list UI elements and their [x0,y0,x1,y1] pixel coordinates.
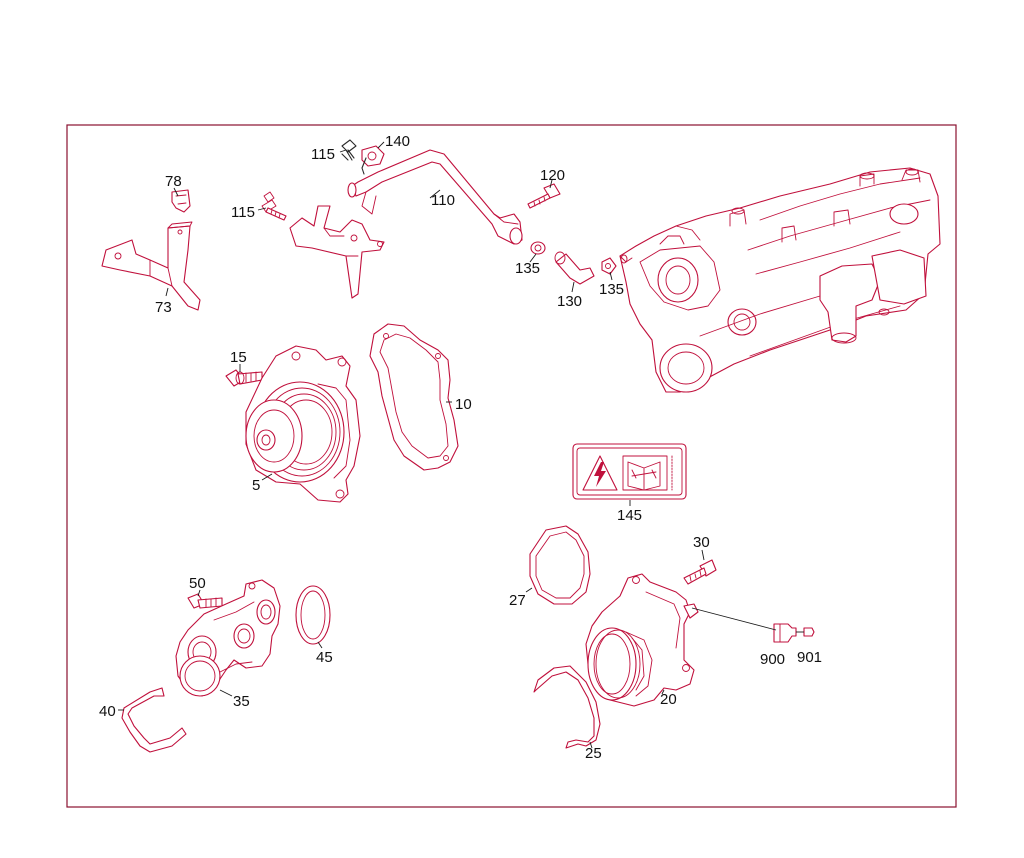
callout-110[interactable]: 110 [431,192,455,209]
callout-135-right[interactable]: 135 [599,281,624,298]
callout-901[interactable]: 901 [797,649,822,666]
part-145-warning-label[interactable] [572,443,687,500]
part-25-spring-clip[interactable] [533,665,601,749]
wrench-manual-icon [622,455,668,491]
callout-140[interactable]: 140 [385,133,410,150]
part-120-bolt[interactable] [527,183,561,209]
callout-10[interactable]: 10 [455,396,472,413]
part-115-screw-left[interactable] [261,191,287,221]
callout-73[interactable]: 73 [155,299,172,316]
part-135-clamp-right[interactable] [601,257,617,275]
part-110-coolant-pipe[interactable] [347,149,523,245]
part-135-clamp-left[interactable] [530,241,546,255]
part-30-bolt[interactable] [683,559,717,585]
callout-25[interactable]: 25 [585,745,602,762]
callout-900[interactable]: 900 [760,651,785,668]
part-901-seal[interactable] [803,627,815,637]
part-10-gasket[interactable] [369,323,459,471]
callout-145[interactable]: 145 [617,507,642,524]
part-900-temperature-sensor[interactable] [773,623,797,643]
callout-27[interactable]: 27 [509,592,526,609]
part-73-bracket[interactable] [101,221,201,311]
callout-135-left[interactable]: 135 [515,260,540,277]
high-voltage-warning-icon [582,455,618,491]
callout-35[interactable]: 35 [233,693,250,710]
coolant-distribution-housing[interactable] [619,167,941,393]
callout-30[interactable]: 30 [693,534,710,551]
part-27-seal[interactable] [529,525,591,605]
part-50-bolt[interactable] [187,593,223,609]
part-78-clip[interactable] [171,189,191,213]
part-5-water-pump[interactable] [245,345,361,503]
callout-130[interactable]: 130 [557,293,582,310]
callout-120[interactable]: 120 [540,167,565,184]
callout-115-top[interactable]: 115 [311,146,335,163]
callout-labels: 78 73 115 115 140 110 120 135 130 135 15… [99,133,822,762]
callout-5[interactable]: 5 [252,477,260,494]
part-35-coolant-flange[interactable] [175,579,281,697]
callout-50[interactable]: 50 [189,575,206,592]
part-45-o-ring[interactable] [295,585,331,645]
leader-lines [118,141,804,749]
callout-40[interactable]: 40 [99,703,116,720]
part-130-hose[interactable] [554,251,595,285]
part-140-clip[interactable] [361,145,385,175]
callout-15[interactable]: 15 [230,349,247,366]
part-20-thermostat-housing[interactable] [585,573,699,707]
pipe-mount-bracket[interactable] [289,205,385,299]
callout-45[interactable]: 45 [316,649,333,666]
diagram-frame [66,124,957,808]
part-40-spring-clip[interactable] [121,687,187,753]
callout-20[interactable]: 20 [660,691,677,708]
callout-115-left[interactable]: 115 [231,204,255,221]
callout-78[interactable]: 78 [165,173,182,190]
part-15-bolt[interactable] [225,369,263,387]
part-115-screw-top[interactable] [341,139,357,161]
